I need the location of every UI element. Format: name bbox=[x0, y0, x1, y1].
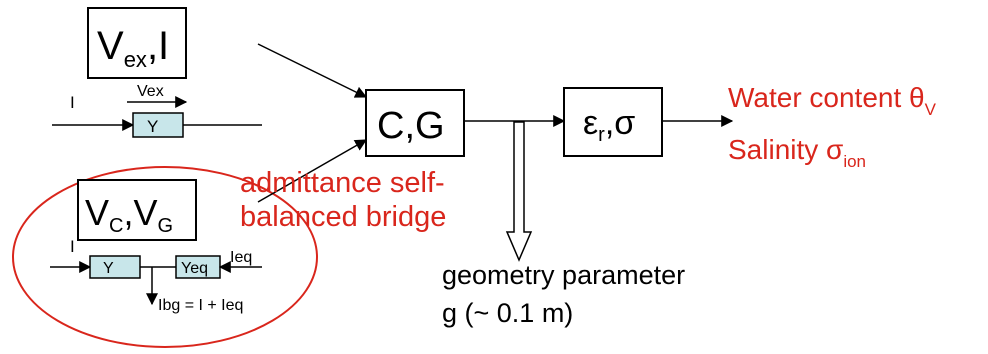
cg-label: C,G bbox=[377, 105, 445, 147]
vc-vg-label: VC,VG bbox=[85, 192, 173, 237]
bottom-current-label: I bbox=[70, 237, 75, 256]
bridge-label-line1: admittance self- bbox=[240, 167, 445, 199]
eps-sigma-box bbox=[563, 87, 663, 157]
geometry-label-line2: g (~ 0.1 m) bbox=[442, 298, 573, 328]
water-content-label: Water content θV bbox=[728, 82, 937, 119]
vex-i-label: Vex,I bbox=[97, 24, 169, 72]
bridge-label-line2: balanced bridge bbox=[240, 201, 446, 233]
bottom-y-element bbox=[89, 255, 141, 279]
svg-text:Yeq: Yeq bbox=[181, 260, 208, 277]
arrow-vex-to-cg bbox=[257, 43, 368, 98]
geometry-hollow-arrow bbox=[505, 121, 533, 262]
ibg-equation: Ibg = I + Ieq bbox=[158, 297, 243, 314]
arrow-bridge-to-cg bbox=[257, 139, 368, 203]
svg-text:Y: Y bbox=[103, 260, 114, 277]
cg-box bbox=[365, 89, 465, 157]
geometry-label-line1: geometry parameter bbox=[442, 260, 685, 290]
svg-text:Y: Y bbox=[147, 117, 158, 136]
bottom-circuit: Y Yeq I Ieq Ibg = I + Ieq bbox=[50, 237, 262, 314]
salinity-label: Salinity σion bbox=[728, 134, 866, 171]
bridge-circuit-ellipse bbox=[12, 166, 318, 348]
eps-sigma-label: εr,σ bbox=[583, 104, 635, 146]
top-y-element bbox=[132, 112, 184, 138]
vc-vg-box bbox=[77, 179, 197, 241]
ieq-label: Ieq bbox=[230, 249, 252, 266]
top-voltage-label: Vex bbox=[137, 83, 164, 100]
top-circuit: Y I Vex bbox=[52, 83, 262, 138]
top-current-label: I bbox=[70, 93, 75, 112]
vex-i-box bbox=[87, 7, 187, 79]
